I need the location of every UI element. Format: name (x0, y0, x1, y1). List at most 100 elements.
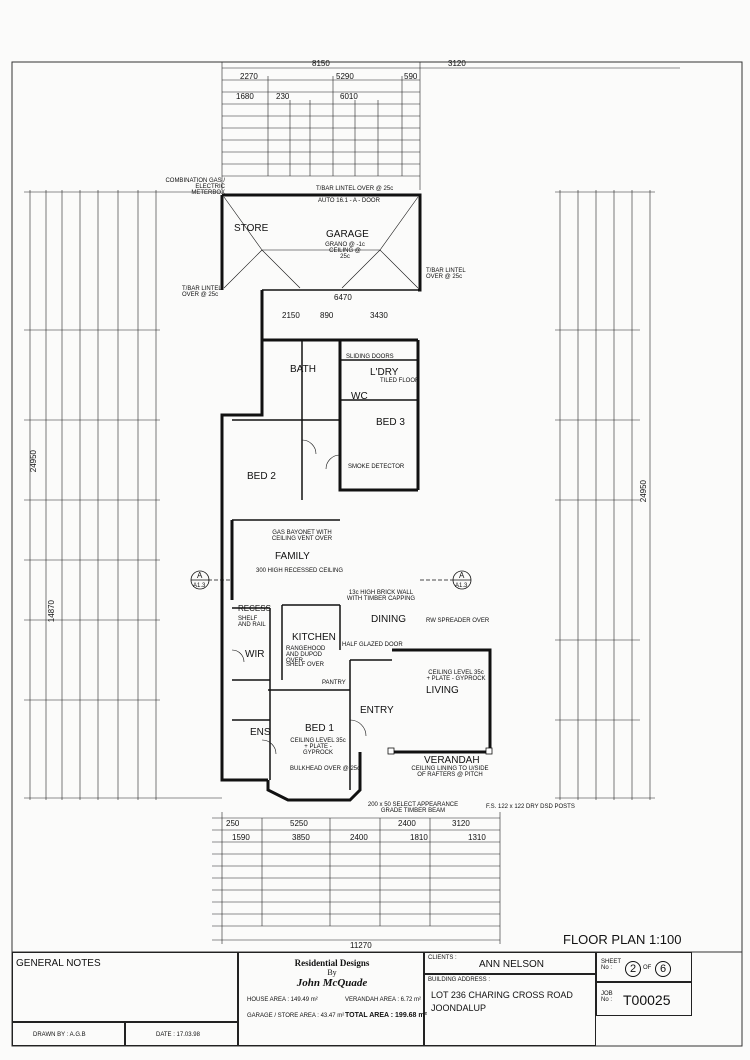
dim-top-row2-c: 6010 (340, 92, 358, 101)
dim-bottom-row1-b: 5250 (290, 819, 308, 828)
company-line3: John McQuade (296, 977, 368, 989)
dim-bottom-row2-e: 1310 (468, 833, 486, 842)
sheet-box: SHEET No : 2 OF 6 (596, 952, 692, 982)
room-pantry: PANTRY (322, 680, 346, 686)
address-line2: JOONDALUP (431, 1003, 487, 1013)
note-appearance-grade-beam: 200 x 50 SELECT APPEARANCE GRADE TIMBER … (367, 802, 459, 814)
sheet-number: 2 (625, 961, 641, 977)
dim-top-row1-b: 5290 (336, 72, 354, 81)
door-swings (231, 439, 367, 755)
garage-area: GARAGE / STORE AREA : 43.47 m² (247, 1013, 345, 1019)
room-bath: BATH (290, 364, 316, 375)
dim-bottom-total: 11270 (350, 941, 372, 950)
note-combination-meterbox: COMBINATION GAS / ELECTRIC METERBOX (165, 178, 225, 196)
room-dining: DINING (371, 614, 406, 625)
section-label-right: A (459, 571, 465, 580)
note-rangehood: RANGEHOOD AND DUPOD OVER (286, 646, 326, 664)
dim-top-total: 8150 (312, 59, 330, 68)
room-verandah: VERANDAH (424, 755, 480, 766)
room-kitchen: KITCHEN (292, 632, 336, 643)
note-verandah-lining: CEILING LINING TO U/SIDE OF RAFTERS @ PI… (411, 766, 489, 778)
floor-plan-title: FLOOR PLAN 1:100 (563, 932, 682, 947)
top-dimensions (221, 62, 680, 190)
designer-box: Residential Designs By John McQuade HOUS… (238, 952, 427, 1046)
right-dimensions (555, 190, 655, 800)
general-notes-box: GENERAL NOTES (12, 952, 238, 1022)
client-box: CLIENTS : ANN NELSON (424, 952, 596, 974)
company-line2: By (327, 968, 337, 977)
dim-left-total: 24950 (29, 450, 38, 473)
general-notes-label: GENERAL NOTES (16, 958, 101, 969)
dim-bottom-row2-d: 1810 (410, 833, 428, 842)
company-line1: Residential Designs (294, 958, 370, 968)
left-dimensions (24, 190, 222, 800)
note-ceiling-level-living: CEILING LEVEL 35c + PLATE - GYPROCK (426, 670, 486, 682)
bottom-dimensions (212, 812, 501, 944)
dim-garage-width: 6470 (334, 293, 352, 302)
room-ens: ENS (250, 727, 271, 738)
note-shelf-rail: SHELF AND RAIL (238, 616, 266, 628)
dim-bottom-row2-c: 2400 (350, 833, 368, 842)
address-line1: LOT 236 CHARING CROSS ROAD (431, 990, 573, 1000)
note-shelf-over: SHELF OVER (286, 662, 325, 668)
note-bulkhead: BULKHEAD OVER @ 25c (290, 766, 361, 772)
job-label: JOB No : (601, 991, 613, 1003)
dim-top-row2-b: 230 (276, 92, 290, 101)
verandah-area: VERANDAH AREA : 6.72 m² (345, 997, 422, 1003)
note-auto-door: AUTO 16.1 - A - DOOR (318, 198, 380, 204)
drawn-by-box: DRAWN BY : A.G.B (12, 1022, 125, 1046)
address-label: BUILDING ADDRESS : (428, 977, 491, 983)
room-wir: WIR (245, 649, 265, 660)
sheet-total: 6 (655, 961, 671, 977)
dim-right-total: 24950 (639, 480, 648, 503)
dim-bottom-row1-d: 3120 (452, 819, 470, 828)
section-markers (190, 570, 472, 590)
total-area: TOTAL AREA : 199.68 m² (345, 1012, 427, 1019)
note-posts: F.S. 122 x 122 DRY DSD POSTS (486, 804, 575, 810)
section-label-left: A (197, 571, 203, 580)
note-recessed-ceiling: 300 HIGH RECESSED CEILING (256, 568, 344, 574)
section-ref-left: A1.3 (193, 583, 206, 589)
sheet-label: SHEET No : (601, 959, 621, 971)
note-tbar-left: T/BAR LINTEL OVER @ 25c (182, 286, 222, 298)
drawn-by: DRAWN BY : A.G.B (33, 1032, 86, 1038)
room-bed3: BED 3 (376, 417, 405, 428)
room-recess: RECESS (238, 604, 271, 613)
job-box: JOB No : T00025 (596, 982, 692, 1016)
room-family: FAMILY (275, 551, 310, 562)
exterior-walls (220, 193, 492, 802)
job-number: T00025 (623, 992, 671, 1008)
note-brick-wall: 13c HIGH BRICK WALL WITH TIMBER CAPPING (346, 590, 416, 602)
room-store: STORE (234, 223, 269, 234)
room-wc: WC (351, 391, 368, 402)
garage-hips (223, 196, 419, 289)
room-bed2: BED 2 (247, 471, 276, 482)
note-tiled-floor-laundry: TILED FLOOR (380, 378, 420, 384)
dim-garage-split-a: 2150 (282, 311, 300, 320)
note-half-glazed: HALF GLAZED DOOR (342, 642, 403, 648)
room-living: LIVING (426, 685, 459, 696)
interior-walls (232, 289, 418, 790)
dim-bottom-row1-a: 250 (226, 819, 240, 828)
dim-top-right: 3120 (448, 59, 466, 68)
date: DATE : 17.03.98 (156, 1032, 200, 1038)
section-ref-right: A1.3 (455, 583, 468, 589)
note-sliding-doors: SLIDING DOORS (346, 354, 394, 360)
posts (387, 747, 493, 755)
client-label: CLIENTS : (428, 955, 457, 961)
dim-garage-split-b: 890 (320, 311, 334, 320)
note-rw-spreader: RW SPREADER OVER (426, 618, 490, 624)
sheet-of: OF (643, 965, 652, 971)
room-entry: ENTRY (360, 705, 394, 716)
room-garage: GARAGE (326, 229, 369, 240)
dim-garage-split-c: 3430 (370, 311, 388, 320)
note-ceiling-level-bed1: CEILING LEVEL 35c + PLATE - GYPROCK (290, 738, 346, 756)
note-garage-ceiling: GRANO @ -1c CEILING @ 25c (325, 242, 365, 260)
address-box: BUILDING ADDRESS : LOT 236 CHARING CROSS… (424, 974, 596, 1046)
dim-bottom-row1-c: 2400 (398, 819, 416, 828)
note-tbar-top: T/BAR LINTEL OVER @ 25c (316, 186, 394, 192)
note-smoke-detector: SMOKE DETECTOR (348, 464, 405, 470)
dim-top-row2-a: 1680 (236, 92, 254, 101)
